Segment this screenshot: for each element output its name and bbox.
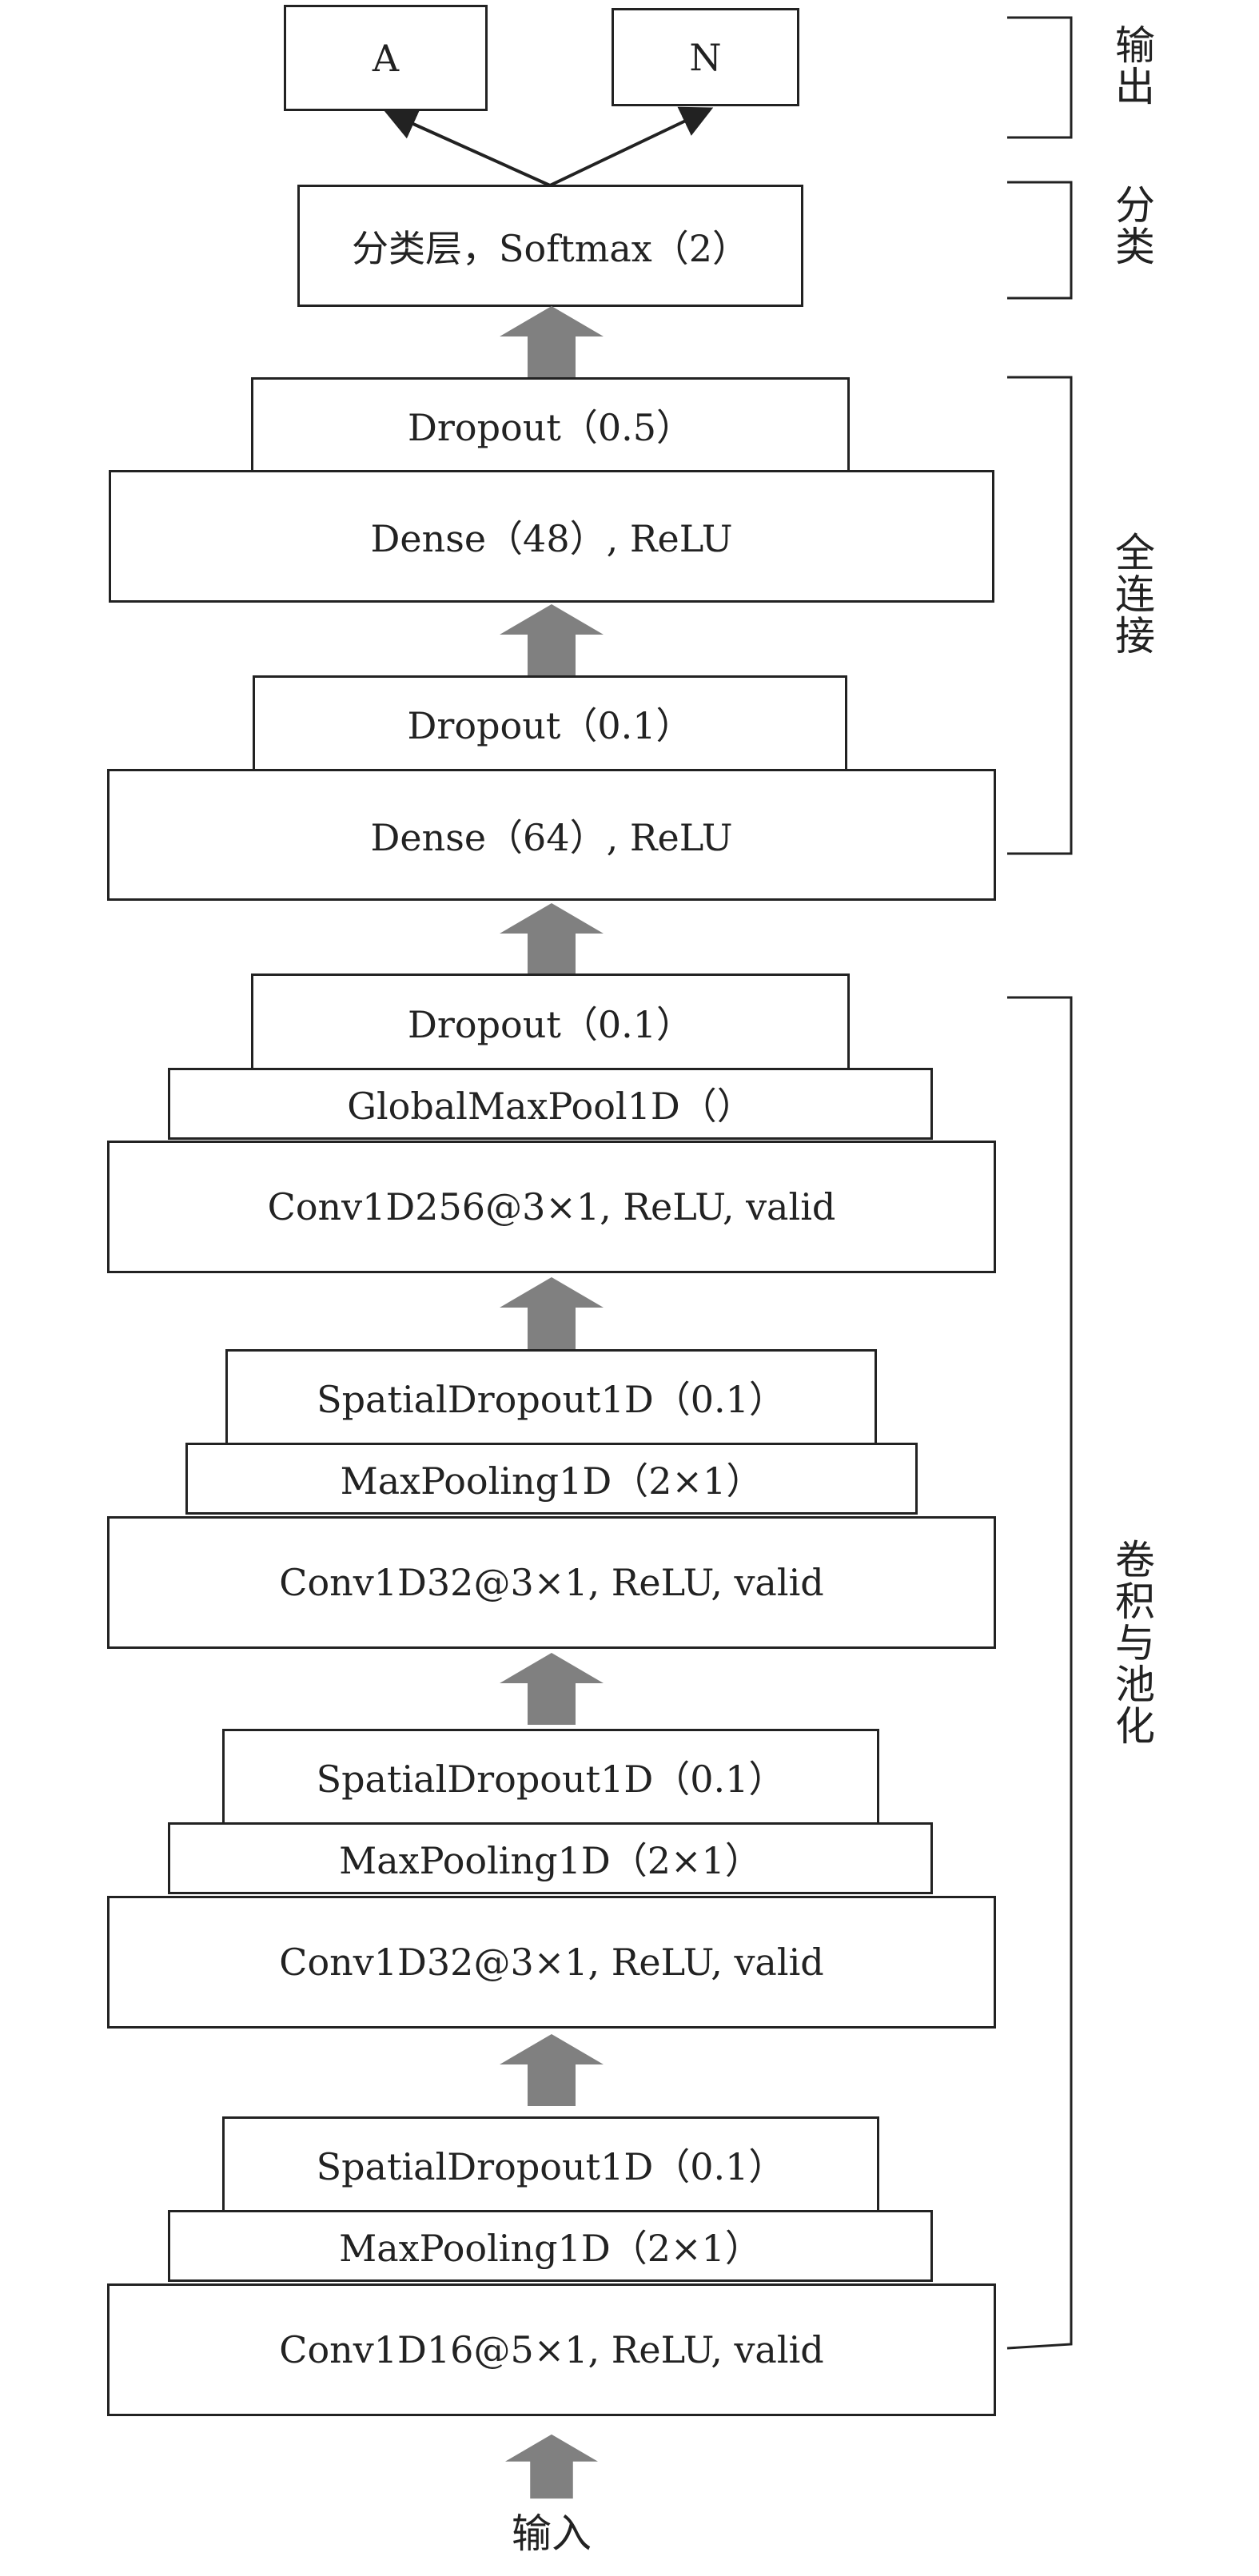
max-pooling-2-box: MaxPooling1D（2×1）	[168, 1822, 933, 1894]
input-label: 输入	[512, 2510, 592, 2557]
fully-connected-bracket	[1007, 376, 1073, 855]
group-label-fully-connected: 全连接	[1109, 532, 1155, 656]
group-label-output: 输出	[1109, 24, 1155, 107]
softmax-classifier-box: 分类层，Softmax（2）	[297, 185, 803, 307]
output-a-label: A	[372, 36, 400, 80]
spatial-dropout-3-label: SpatialDropout1D（0.1）	[316, 2145, 786, 2188]
conv1d16-box: Conv1D16@5×1, ReLU, valid	[107, 2283, 996, 2416]
group-label-classify: 分类	[1109, 184, 1155, 267]
output-n-label: N	[689, 35, 722, 79]
conv1d32-b-box: Conv1D32@3×1, ReLU, valid	[107, 1896, 996, 2029]
dropout-0.1-conv-label: Dropout（0.1）	[408, 1003, 693, 1046]
max-pooling-3-box: MaxPooling1D（2×1）	[168, 2210, 933, 2282]
max-pooling-1-label: MaxPooling1D（2×1）	[340, 1459, 763, 1503]
dense-48-box: Dense（48）, ReLU	[109, 470, 994, 603]
spatial-dropout-1-label: SpatialDropout1D（0.1）	[317, 1378, 786, 1421]
conv1d16-label: Conv1D16@5×1, ReLU, valid	[279, 2328, 824, 2371]
dense-64-box: Dense（64）, ReLU	[107, 769, 996, 901]
spatial-dropout-1-box: SpatialDropout1D（0.1）	[225, 1349, 877, 1445]
output-split-arrows	[384, 106, 714, 187]
conv1d256-label: Conv1D256@3×1, ReLU, valid	[267, 1185, 836, 1228]
flow-arrow	[500, 1277, 604, 1349]
spatial-dropout-2-label: SpatialDropout1D（0.1）	[316, 1758, 786, 1801]
flow-arrow	[500, 903, 604, 975]
global-max-pool-box: GlobalMaxPool1D（）	[168, 1068, 933, 1140]
max-pooling-3-label: MaxPooling1D（2×1）	[339, 2227, 762, 2270]
output-box-a: A	[284, 5, 488, 111]
input-arrow	[505, 2431, 598, 2502]
conv1d256-box: Conv1D256@3×1, ReLU, valid	[107, 1141, 996, 1273]
dropout-0.5-label: Dropout（0.5）	[408, 406, 693, 449]
dropout-0.1-fc-label: Dropout（0.1）	[407, 704, 693, 747]
global-max-pool-label: GlobalMaxPool1D（）	[347, 1085, 754, 1128]
classify-bracket	[1007, 181, 1073, 300]
flow-arrow	[500, 1653, 604, 1725]
group-label-conv-pool: 卷积与池化	[1109, 1539, 1155, 1746]
output-bracket	[1007, 16, 1073, 139]
max-pooling-2-label: MaxPooling1D（2×1）	[339, 1839, 762, 1882]
max-pooling-1-box: MaxPooling1D（2×1）	[185, 1443, 918, 1515]
dense-64-label: Dense（64）, ReLU	[370, 815, 733, 859]
flow-arrow	[500, 604, 604, 676]
output-box-n: N	[612, 8, 799, 106]
conv1d32-b-label: Conv1D32@3×1, ReLU, valid	[279, 1941, 824, 1984]
dense-48-label: Dense（48）, ReLU	[370, 517, 733, 560]
softmax-classifier-label: 分类层，Softmax（2）	[352, 226, 749, 270]
spatial-dropout-2-box: SpatialDropout1D（0.1）	[222, 1729, 879, 1825]
dropout-0.1-fc-box: Dropout（0.1）	[253, 675, 847, 771]
conv-pool-bracket	[1006, 996, 1073, 2350]
conv1d32-a-label: Conv1D32@3×1, ReLU, valid	[279, 1561, 824, 1604]
flow-arrow	[500, 2034, 604, 2106]
conv1d32-a-box: Conv1D32@3×1, ReLU, valid	[107, 1516, 996, 1649]
flow-arrow	[500, 306, 604, 378]
